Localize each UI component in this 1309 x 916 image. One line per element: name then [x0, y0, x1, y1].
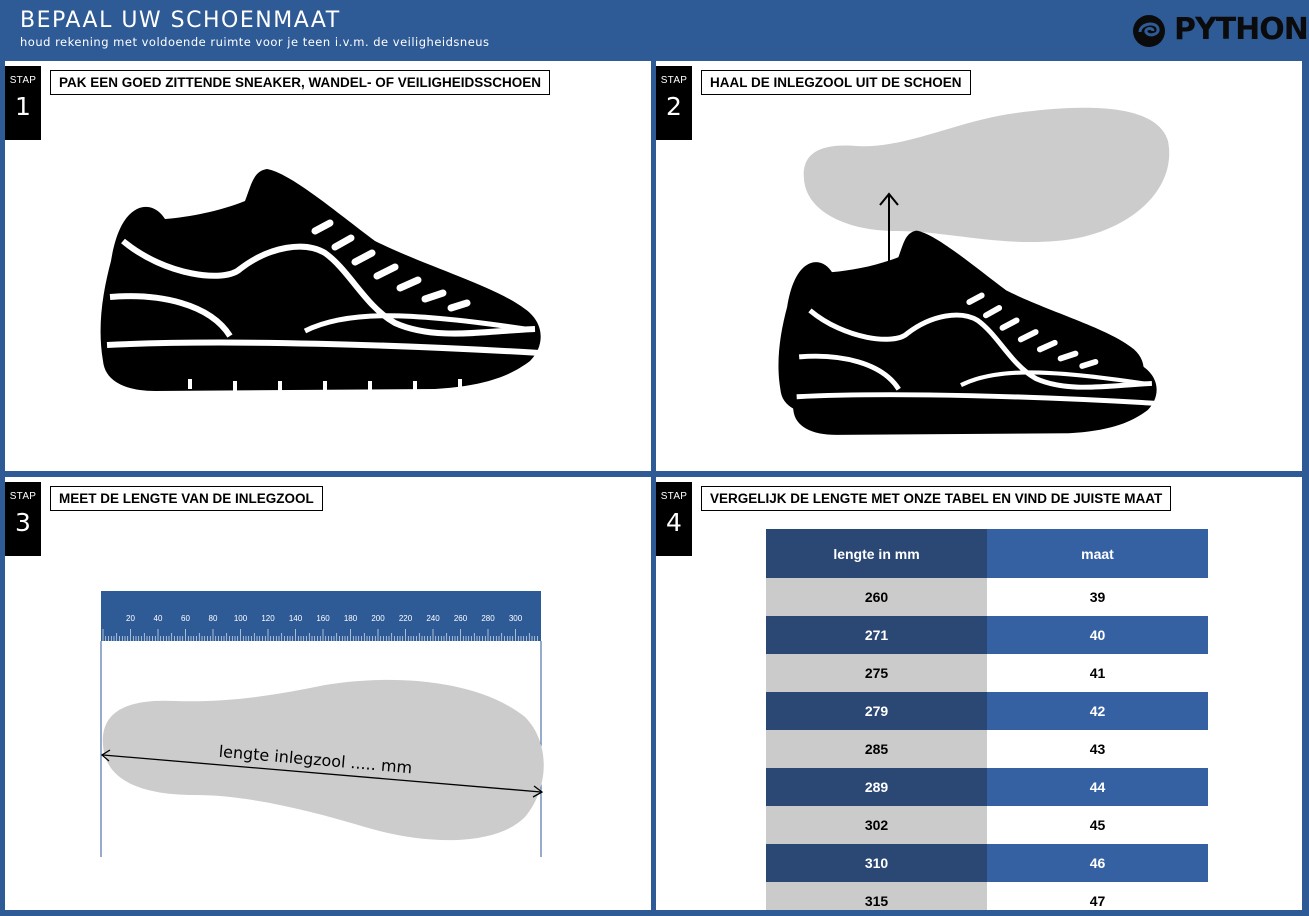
step-title: PAK EEN GOED ZITTENDE SNEAKER, WANDEL- O…: [50, 70, 551, 95]
step-number: 1: [15, 92, 31, 121]
ruler-label: 100: [234, 614, 248, 623]
python-logo: PYTHON: [1130, 10, 1309, 52]
ruler-label: 300: [509, 614, 523, 623]
step-title: VERGELIJK DE LENGTE MET ONZE TABEL EN VI…: [701, 486, 1172, 511]
length-cell: 315: [766, 882, 987, 910]
step-badge: STAP 2: [656, 66, 692, 140]
ruler-label: 120: [261, 614, 275, 623]
logo-wordmark: PYTHON: [1174, 12, 1309, 47]
ruler-label: 200: [371, 614, 385, 623]
ruler-label: 220: [399, 614, 413, 623]
stap-label: STAP: [660, 75, 688, 86]
step-badge: STAP 1: [5, 66, 41, 140]
step-3-panel: 20 40 60 80 100 120 140 160 180 200 220 240 260 280 30…: [5, 477, 651, 910]
column-header-length: lengte in mm: [766, 529, 987, 578]
step-badge: STAP 3: [5, 482, 41, 556]
length-cell: 271: [766, 616, 987, 654]
ruler-label: 160: [316, 614, 330, 623]
measure-arrow: [102, 754, 542, 793]
length-cell: 289: [766, 768, 987, 806]
table-header-row: lengte in mm maat: [766, 529, 1208, 578]
step-number: 2: [666, 92, 682, 121]
step-title: MEET DE LENGTE VAN DE INLEGZOOL: [50, 486, 323, 511]
python-logo-icon: [1133, 15, 1165, 47]
sneaker-illustration: [100, 169, 541, 391]
size-cell: 43: [987, 730, 1208, 768]
ruler-label: 180: [344, 614, 358, 623]
column-header-size: maat: [987, 529, 1208, 578]
size-cell: 42: [987, 692, 1208, 730]
step-2-panel: STAP 2 HAAL DE INLEGZOOL UIT DE SCHOEN: [656, 61, 1302, 471]
stap-label: STAP: [9, 75, 37, 86]
length-cell: 279: [766, 692, 987, 730]
ruler-labels: 20 40 60 80 100 120 140 160 180 200 220 240 260 280 30…: [126, 614, 523, 623]
ruler-label: 260: [454, 614, 468, 623]
size-cell: 39: [987, 578, 1208, 616]
ruler-ticks: [102, 629, 538, 641]
ruler-label: 60: [181, 614, 190, 623]
step-4-panel: STAP 4 VERGELIJK DE LENGTE MET ONZE TABE…: [656, 477, 1302, 910]
ruler-label: 240: [426, 614, 440, 623]
ruler-label: 80: [209, 614, 218, 623]
ruler-label: 280: [481, 614, 495, 623]
size-cell: 46: [987, 844, 1208, 882]
length-cell: 302: [766, 806, 987, 844]
ruler-measure-illustration: 20 40 60 80 100 120 140 160 180 200 220 240 260 280 30…: [100, 591, 544, 857]
size-cell: 40: [987, 616, 1208, 654]
length-cell: 260: [766, 578, 987, 616]
ruler-label: 40: [154, 614, 163, 623]
stap-label: STAP: [9, 491, 37, 502]
size-cell: 47: [987, 882, 1208, 910]
size-cell: 41: [987, 654, 1208, 692]
step-1-panel: STAP 1 PAK EEN GOED ZITTENDE SNEAKER, WA…: [5, 61, 651, 471]
size-cell: 44: [987, 768, 1208, 806]
ruler-label: 140: [289, 614, 303, 623]
page-subtitle: houd rekening met voldoende ruimte voor …: [20, 35, 490, 49]
length-cell: 310: [766, 844, 987, 882]
ruler-label: 20: [126, 614, 135, 623]
insole-shape: [102, 679, 544, 841]
step-number: 3: [15, 508, 31, 537]
step-title: HAAL DE INLEGZOOL UIT DE SCHOEN: [701, 70, 971, 95]
step-badge: STAP 4: [656, 482, 692, 556]
page-title: BEPAAL UW SCHOENMAAT: [20, 8, 341, 33]
step-number: 4: [666, 508, 682, 537]
insole-shape: [803, 107, 1170, 243]
stap-label: STAP: [660, 491, 688, 502]
size-cell: 45: [987, 806, 1208, 844]
length-cell: 275: [766, 654, 987, 692]
lift-arrowhead: [879, 192, 899, 206]
ruler: [101, 591, 541, 641]
length-cell: 285: [766, 730, 987, 768]
insole-removal-illustration: [778, 107, 1170, 435]
